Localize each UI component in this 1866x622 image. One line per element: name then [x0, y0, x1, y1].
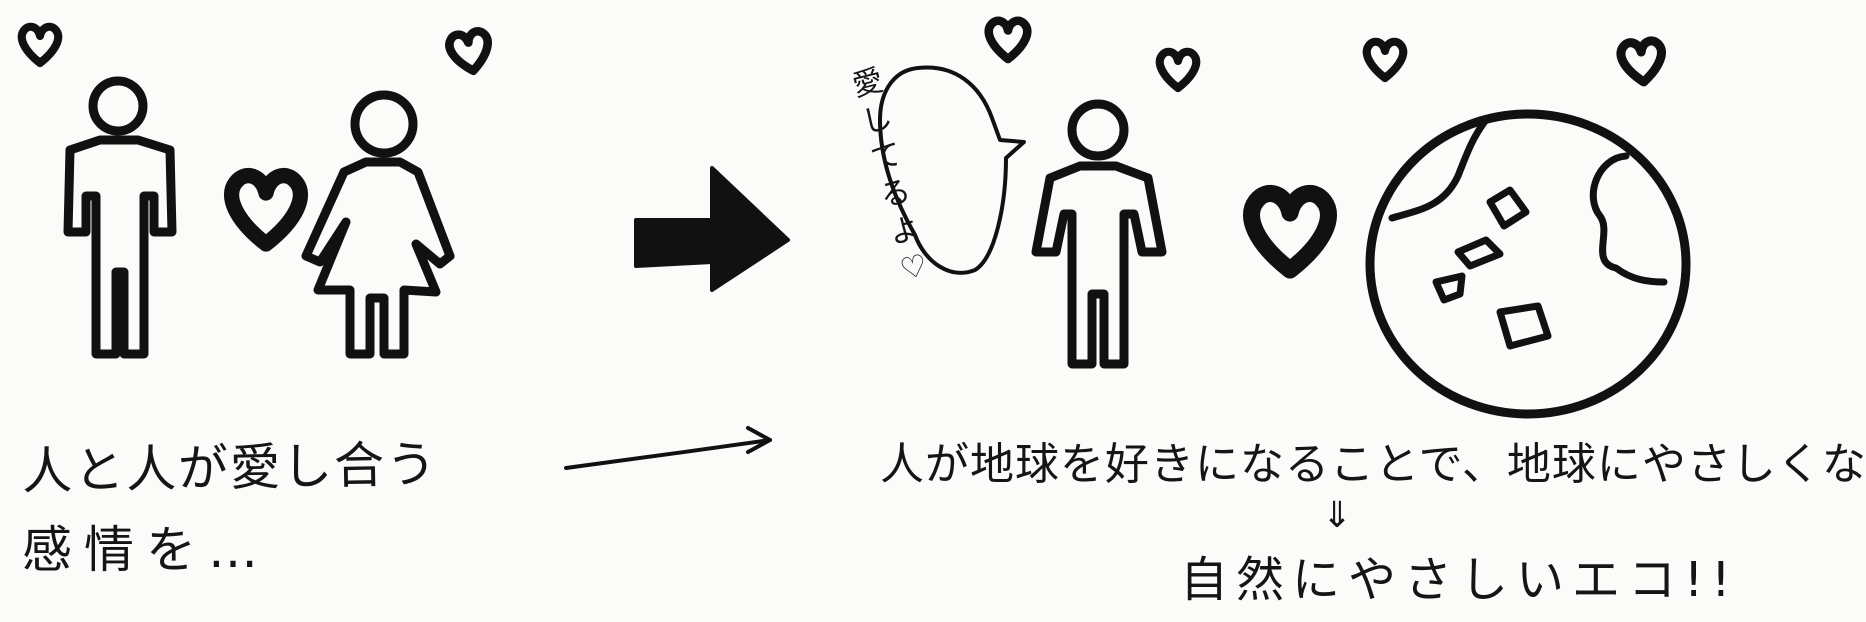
woman-icon — [301, 90, 455, 359]
globe-icon — [1365, 109, 1691, 419]
heart-icon — [1252, 194, 1329, 270]
heart-icon — [22, 27, 58, 63]
arrow-right-icon — [634, 166, 790, 292]
speech-bubble-icon — [878, 65, 1026, 275]
down-arrow-icon: ⇓ — [1322, 495, 1353, 536]
arrow-right-icon — [564, 426, 772, 470]
heart-icon — [989, 21, 1027, 59]
heart-icon — [1620, 40, 1664, 84]
man-icon — [1031, 99, 1167, 369]
heart-icon — [448, 30, 493, 74]
heart-icon — [232, 176, 301, 244]
heart-icon — [1367, 42, 1403, 78]
man-icon — [63, 76, 177, 359]
right-caption-line1: 人が地球を好きになることで、地球にやさしくなる — [880, 439, 1866, 490]
left-caption-line1: 人と人が愛し合う — [21, 435, 439, 501]
right-caption-line2: 自然にやさしいエコ!! — [1180, 552, 1739, 608]
left-caption-line2: 感情を… — [22, 521, 270, 579]
heart-icon — [1160, 52, 1196, 88]
